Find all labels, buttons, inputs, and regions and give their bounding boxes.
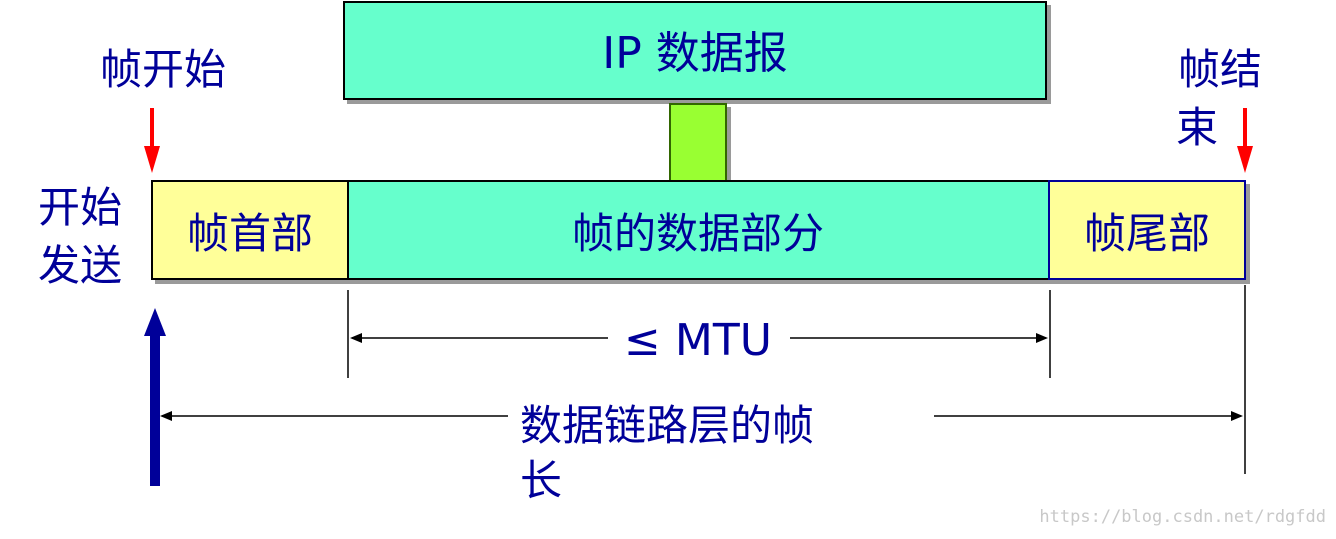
frame-trailer-box: 帧尾部 — [1048, 180, 1246, 280]
mtu-label: ≤ MTU — [624, 315, 772, 366]
dimension-guide-lines — [347, 285, 1246, 474]
mtu-dimension-arrow — [350, 333, 1048, 343]
frame-length-label-line1: 数据链路层的帧 — [520, 401, 814, 450]
start-send-label-line1: 开始 — [38, 183, 122, 232]
frame-trailer-label: 帧尾部 — [1084, 209, 1210, 258]
frame-header-label: 帧首部 — [187, 209, 313, 258]
frame-end-label-line1: 帧结 — [1178, 45, 1262, 94]
start-send-label-line2: 发送 — [38, 241, 122, 290]
frame-end-arrow-icon — [1237, 108, 1253, 173]
ip-datagram-box: IP 数据报 — [343, 1, 1047, 100]
frame-start-label: 帧开始 — [100, 45, 226, 94]
frame-end-label-line2: 束 — [1176, 103, 1218, 152]
frame-length-label-line2: 长 — [520, 456, 562, 505]
send-direction-arrow-icon — [144, 308, 166, 486]
frame-data-label: 帧的数据部分 — [572, 209, 824, 258]
frame-start-arrow-icon — [144, 108, 160, 173]
ip-datagram-label: IP 数据报 — [602, 28, 788, 79]
frame-data-box: 帧的数据部分 — [347, 180, 1050, 280]
watermark-text: https://blog.csdn.net/rdgfdd — [1039, 507, 1326, 527]
frame-length-dimension-arrow — [160, 411, 1243, 421]
frame-header-box: 帧首部 — [151, 180, 349, 280]
